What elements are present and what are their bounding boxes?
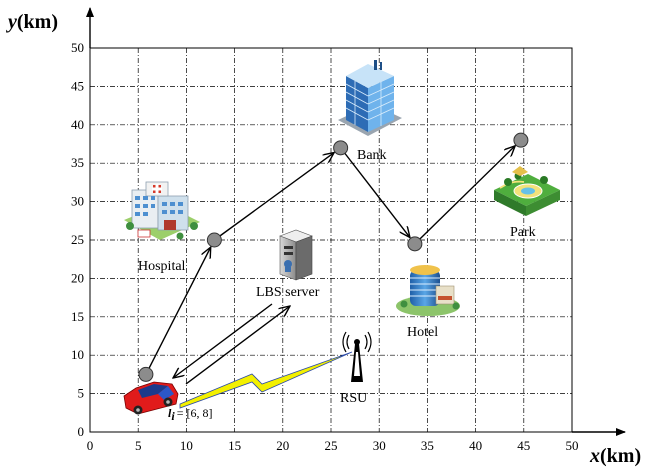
y-tick-label: 45: [71, 78, 84, 93]
trajectory-point: [206, 232, 222, 248]
trajectory-segment: [419, 146, 515, 240]
y-tick-label: 10: [71, 347, 84, 362]
request-arrow: [185, 306, 290, 385]
x-tick-label: 45: [517, 438, 530, 453]
y-tick-label: 5: [78, 386, 85, 401]
y-tick-label: 30: [71, 194, 84, 209]
rsu-icon: [342, 331, 372, 382]
lbs-server-icon: [279, 229, 313, 281]
car-icon: [123, 381, 179, 415]
y-tick-label: 50: [71, 40, 84, 55]
trajectory-point: [333, 140, 349, 156]
bank-icon: [338, 60, 402, 136]
trajectory-segment: [219, 153, 334, 237]
lbs-server-label: LBS server: [256, 285, 320, 300]
y-tick-label: 20: [71, 270, 84, 285]
wireless-link-icon: [179, 351, 353, 409]
hospital-label: Hospital: [138, 259, 186, 274]
y-tick-label: 0: [78, 424, 85, 439]
trajectory-segment: [148, 247, 211, 369]
x-tick-label: 0: [87, 438, 94, 453]
hotel-icon: [396, 265, 460, 316]
x-tick-label: 10: [180, 438, 193, 453]
trajectory: [138, 132, 529, 382]
response-arrow: [173, 303, 273, 378]
x-tick-label: 30: [373, 438, 386, 453]
y-tick-label: 25: [71, 232, 84, 247]
y-tick-label: 40: [71, 117, 84, 132]
x-tick-label: 20: [276, 438, 289, 453]
x-tick-label: 5: [135, 438, 142, 453]
x-tick-label: 25: [325, 438, 338, 453]
y-axis-label: y(km): [6, 11, 58, 33]
hospital-icon: [124, 181, 200, 240]
y-tick-label: 35: [71, 155, 84, 170]
park-label: Park: [510, 225, 536, 240]
trajectory-segment: [344, 152, 410, 237]
x-tick-label: 40: [469, 438, 482, 453]
x-tick-label: 15: [228, 438, 241, 453]
hotel-label: Hotel: [407, 325, 438, 340]
trajectory-point: [513, 132, 529, 148]
x-tick-label: 35: [421, 438, 434, 453]
x-tick-label: 50: [566, 438, 579, 453]
location-label: li= [6, 8]: [168, 406, 212, 423]
trajectory-point: [138, 366, 154, 382]
tick-labels: 0 5 10 15 20 25 30 35 40 45 50 0 5 10 15 20 25 30 35 40 45 50: [71, 40, 579, 453]
trajectory-point: [407, 236, 423, 252]
park-icon: [494, 166, 560, 216]
y-tick-label: 15: [71, 309, 84, 324]
rsu-label: RSU: [340, 391, 367, 406]
x-axis-label: x(km): [589, 445, 641, 467]
bank-label: Bank: [357, 148, 387, 163]
